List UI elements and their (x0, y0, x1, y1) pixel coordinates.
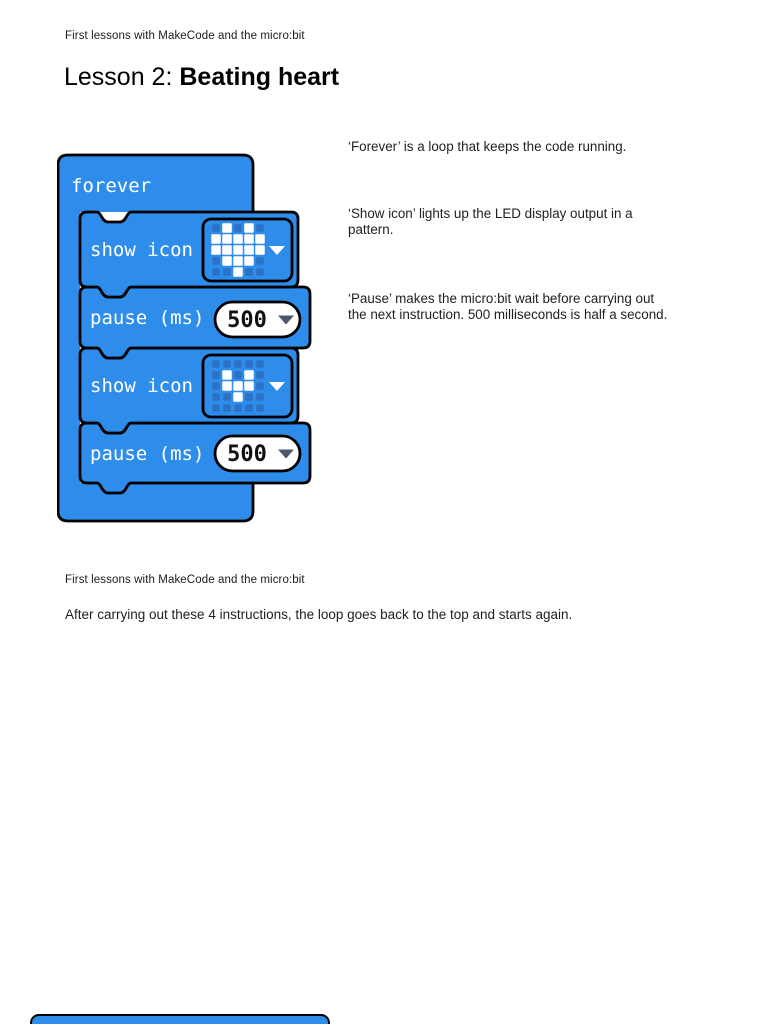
annotation-line: pattern. (348, 222, 394, 237)
led-on (222, 256, 232, 266)
led-off (212, 393, 220, 401)
led-off (256, 257, 264, 265)
led-on (255, 234, 265, 244)
led-off (245, 268, 253, 276)
led-on (244, 256, 254, 266)
page-title-prefix: Lesson 2: (64, 63, 180, 91)
led-off (256, 268, 264, 276)
led-on (233, 234, 243, 244)
led-off (223, 268, 231, 276)
icon-field-1-chevron-down-icon[interactable] (269, 246, 285, 255)
led-on (244, 381, 254, 391)
page-title-bold: Beating heart (179, 63, 340, 91)
led-off (256, 224, 264, 232)
show-icon-label-1: show icon (90, 239, 193, 261)
led-on (244, 223, 254, 233)
annotation-pause: ‘Pause’ makes the micro:bit wait before … (348, 291, 667, 323)
led-off (245, 393, 253, 401)
running-header: First lessons with MakeCode and the micr… (65, 30, 305, 42)
led-off (212, 382, 220, 390)
led-on (255, 245, 265, 255)
led-off (212, 224, 220, 232)
led-off (212, 257, 220, 265)
icon-dropdown-field-1[interactable] (201, 217, 294, 283)
annotation-forever: ‘Forever’ is a loop that keeps the code … (348, 139, 626, 155)
icon-dropdown-field-2[interactable] (201, 353, 294, 419)
led-off (223, 404, 231, 412)
led-on (222, 245, 232, 255)
pause-pill-2-chevron-down-icon[interactable] (278, 449, 294, 459)
led-on (222, 370, 232, 380)
annotation-line: ‘Forever’ is a loop that keeps the code … (348, 139, 627, 154)
show-icon-label-2: show icon (90, 375, 193, 397)
annotation-line: ‘Show icon’ lights up the LED display ou… (348, 206, 633, 221)
led-on (222, 234, 232, 244)
icon-field-2-chevron-down-icon[interactable] (269, 382, 285, 391)
pause-pill-1[interactable] (213, 300, 302, 339)
forever-block-outline (57, 153, 255, 523)
pause-value-1[interactable]: 500 (227, 308, 267, 333)
led-off (234, 360, 242, 368)
led-on (233, 245, 243, 255)
led-off (256, 404, 264, 412)
annotation-show-icon: ‘Show icon’ lights up the LED display ou… (348, 206, 633, 238)
next-page-block-edge (30, 1014, 330, 1024)
annotation-line: the next instruction. 500 milliseconds i… (348, 307, 668, 322)
led-off (256, 360, 264, 368)
led-off (234, 224, 242, 232)
forever-label: forever (71, 175, 151, 197)
led-on (222, 381, 232, 391)
closing-paragraph: After carrying out these 4 instructions,… (65, 607, 573, 622)
led-off (223, 360, 231, 368)
pause-value-2[interactable]: 500 (227, 442, 267, 467)
led-on (233, 392, 243, 402)
led-off (245, 404, 253, 412)
led-on (244, 234, 254, 244)
makecode-block-stack: forever show icon pause (ms) show icon p… (57, 153, 312, 523)
pause-pill-2[interactable] (213, 434, 302, 473)
led-off (256, 393, 264, 401)
led-on (233, 381, 243, 391)
pause-value-dropdown-2[interactable]: 500 (213, 434, 302, 473)
led-grid-small-heart (212, 360, 264, 412)
led-off (256, 371, 264, 379)
led-off (212, 268, 220, 276)
led-on (244, 245, 254, 255)
led-on (211, 234, 221, 244)
page-title: Lesson 2: Beating heart (64, 63, 339, 92)
led-grid-big-heart (211, 223, 265, 277)
led-off (234, 371, 242, 379)
led-off (256, 382, 264, 390)
led-off (223, 393, 231, 401)
running-header-second: First lessons with MakeCode and the micr… (65, 574, 305, 586)
annotation-line: ‘Pause’ makes the micro:bit wait before … (348, 291, 655, 306)
led-on (233, 267, 243, 277)
led-off (245, 360, 253, 368)
led-on (222, 223, 232, 233)
led-on (211, 245, 221, 255)
led-on (244, 370, 254, 380)
led-off (212, 371, 220, 379)
led-on (233, 256, 243, 266)
led-off (212, 404, 220, 412)
pause-label-2: pause (ms) (90, 443, 204, 465)
pause-value-dropdown-1[interactable]: 500 (213, 300, 302, 339)
led-off (212, 360, 220, 368)
led-off (234, 404, 242, 412)
pause-label-1: pause (ms) (90, 307, 204, 329)
pause-pill-1-chevron-down-icon[interactable] (278, 315, 294, 325)
